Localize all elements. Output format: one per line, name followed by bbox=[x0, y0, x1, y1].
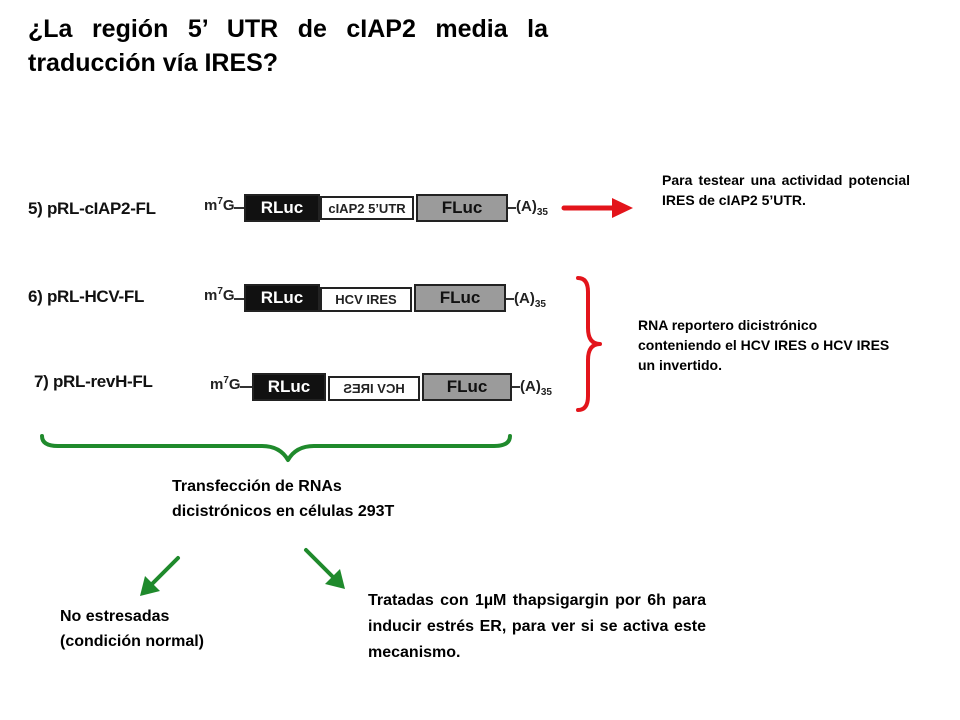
fluc-box-6: FLuc bbox=[414, 284, 506, 312]
rluc-box-5: RLuc bbox=[244, 194, 320, 222]
rluc-box-7: RLuc bbox=[252, 373, 326, 401]
rna-line-5a bbox=[234, 207, 244, 209]
note-reporter: RNA reportero dicistrónico conteniendo e… bbox=[638, 317, 890, 373]
polya-label-7: (A)35 bbox=[520, 378, 552, 398]
red-arrow bbox=[561, 198, 633, 218]
rna-line-5b bbox=[508, 207, 516, 209]
note-ires-test: Para testear una actividad potencial IRE… bbox=[662, 172, 910, 208]
rna-line-7b bbox=[512, 386, 520, 388]
note-transfection: Transfección de RNAs dicistrónicos en cé… bbox=[172, 478, 395, 520]
hcv-ires-box-6: HCV IRES bbox=[320, 287, 412, 312]
rna-line-6b bbox=[506, 298, 514, 300]
construct-label-7: 7) pRL-revH-FL bbox=[34, 372, 153, 391]
utr-box-5: cIAP2 5’UTR bbox=[320, 196, 414, 220]
cap-label-6: m7G bbox=[204, 286, 235, 304]
title-line-1: ¿La región 5’ UTR de cIAP2 media la bbox=[28, 15, 548, 43]
polya-label-6: (A)35 bbox=[514, 290, 546, 310]
green-brace bbox=[40, 434, 512, 462]
note-unstressed: No estresadas (condición normal) bbox=[60, 608, 204, 650]
note-treated: Tratadas con 1µM thapsigargin por 6h par… bbox=[368, 592, 706, 661]
slide-title: ¿La región 5’ UTR de cIAP2 media la trad… bbox=[28, 12, 548, 80]
green-arrow-left bbox=[140, 556, 180, 596]
cap-label-7: m7G bbox=[210, 375, 241, 393]
rna-line-7a bbox=[240, 386, 252, 388]
polya-label-5: (A)35 bbox=[516, 198, 548, 218]
rna-line-6a bbox=[234, 298, 244, 300]
construct-label-5: 5) pRL-cIAP2-FL bbox=[28, 199, 156, 218]
red-brace bbox=[576, 276, 602, 412]
fluc-box-5: FLuc bbox=[416, 194, 508, 222]
title-line-2: traducción vía IRES? bbox=[28, 49, 279, 77]
construct-label-6: 6) pRL-HCV-FL bbox=[28, 287, 145, 306]
green-arrow-right bbox=[304, 548, 345, 589]
cap-label-5: m7G bbox=[204, 196, 235, 214]
fluc-box-7: FLuc bbox=[422, 373, 512, 401]
rluc-box-6: RLuc bbox=[244, 284, 320, 312]
